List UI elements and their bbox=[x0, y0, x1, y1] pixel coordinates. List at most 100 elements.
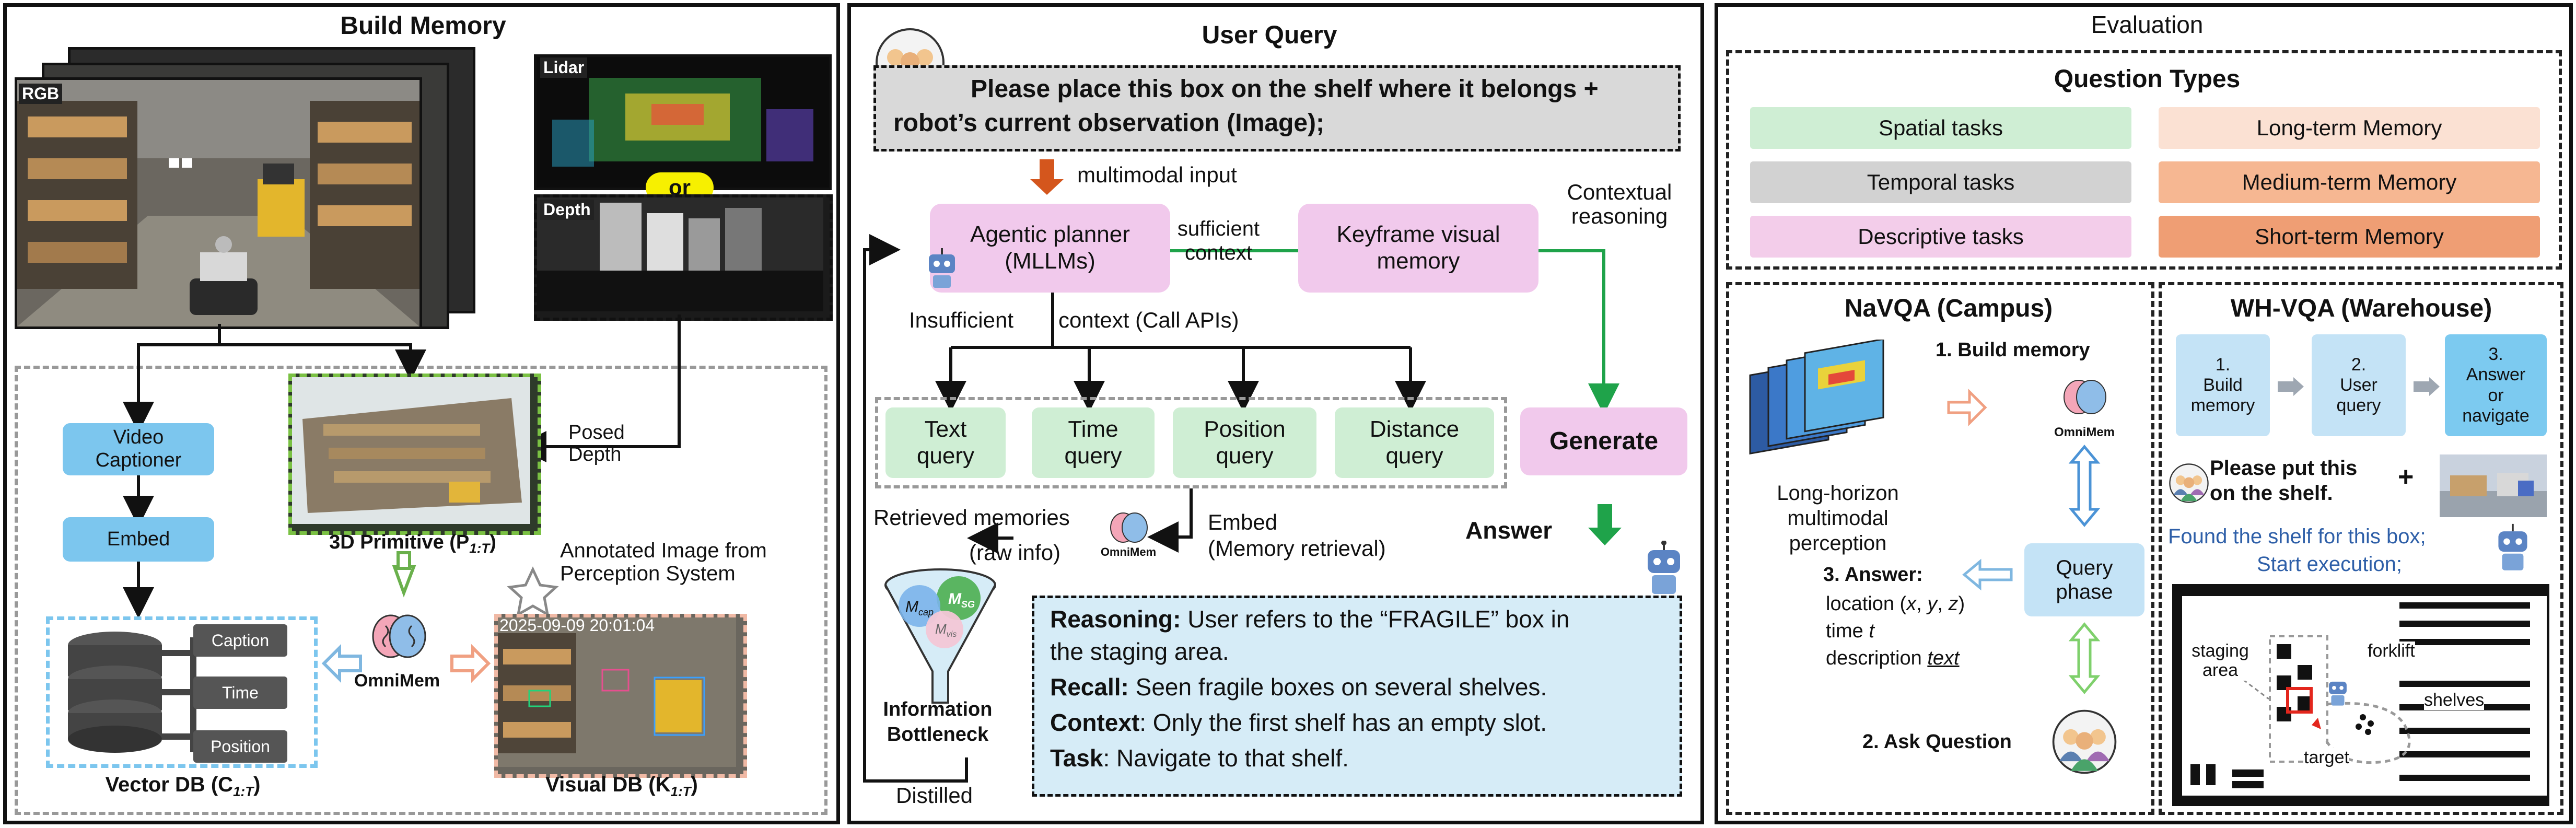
keyframe-memory-box: Keyframe visual memory bbox=[1298, 204, 1538, 293]
reasoning-line-2: the staging area. bbox=[1050, 638, 1229, 665]
depth-label: Depth bbox=[540, 200, 594, 220]
question-types-title: Question Types bbox=[2054, 65, 2241, 93]
text-query-box: Text query bbox=[885, 407, 1006, 478]
db-position: Position bbox=[193, 730, 287, 763]
annotated-image-label: Annotated Image from Perception System bbox=[560, 539, 767, 585]
user-query-title: User Query bbox=[1202, 21, 1337, 49]
generate-box: Generate bbox=[1520, 407, 1687, 475]
build-memory-connectors bbox=[123, 314, 681, 683]
reasoning-box bbox=[1032, 596, 1682, 797]
build-memory-title: Build Memory bbox=[340, 12, 506, 40]
map-forklift-label: forklift bbox=[2368, 641, 2415, 661]
whvqa-title: WH-VQA (Warehouse) bbox=[2230, 295, 2492, 322]
posed-depth-label: Posed Depth bbox=[568, 422, 625, 465]
context-line: Context: Only the first shelf has an emp… bbox=[1050, 709, 1547, 736]
insufficient-label: Insufficient bbox=[909, 308, 1014, 332]
query-box bbox=[873, 65, 1681, 151]
query-line-2: robot’s current observation (Image); bbox=[893, 109, 1324, 137]
plus-sign: + bbox=[2398, 462, 2414, 492]
map-robot-icon bbox=[2329, 681, 2347, 706]
step-build-memory: 1. Build memory bbox=[2176, 334, 2270, 436]
answer-time: time t bbox=[1826, 620, 1874, 642]
user-query-connectors bbox=[863, 159, 1622, 783]
users-eval-icon bbox=[2052, 709, 2117, 774]
sufficient-context-label: sufficient context bbox=[1177, 217, 1260, 264]
start-execution-text: Start execution; bbox=[2257, 553, 2402, 576]
raw-info-label: (raw info) bbox=[969, 540, 1061, 565]
information-bottleneck-funnel bbox=[884, 568, 996, 704]
qt-right-type-2: Short-term Memory bbox=[2159, 216, 2540, 258]
qt-right-type-0: Long-term Memory bbox=[2159, 107, 2540, 149]
reasoning-line: Reasoning: User refers to the “FRAGILE” … bbox=[1050, 605, 1570, 633]
warehouse-map bbox=[2172, 584, 2549, 806]
robot-wh-icon bbox=[2498, 523, 2527, 570]
vector-db-box bbox=[46, 616, 318, 768]
step-answer-navigate: 3. Answer or navigate bbox=[2445, 334, 2547, 436]
step-arrows bbox=[2278, 377, 2440, 396]
embed-box: Embed bbox=[63, 517, 214, 562]
time-query-box: Time query bbox=[1032, 407, 1155, 478]
put-box-text: Please put this on the shelf. bbox=[2210, 457, 2358, 505]
long-horizon-label: Long-horizon multimodal perception bbox=[1777, 482, 1899, 555]
video-captioner-box: Video Captioner bbox=[63, 423, 214, 475]
omnimem-label: OmniMem bbox=[354, 671, 440, 691]
evaluation-title: Evaluation bbox=[2091, 11, 2204, 38]
answer-robot-icon bbox=[1648, 541, 1680, 594]
users-wh-icon bbox=[2169, 463, 2209, 503]
distance-query-box: Distance query bbox=[1335, 407, 1494, 478]
embed-label: Embed bbox=[107, 528, 170, 550]
found-shelf-text: Found the shelf for this box; bbox=[2168, 525, 2426, 548]
multimodal-label: multimodal input bbox=[1077, 162, 1237, 187]
step-user-query: 2. User query bbox=[2312, 334, 2406, 436]
recall-line: Recall: Seen fragile boxes on several sh… bbox=[1050, 673, 1547, 701]
query-phase-box: Query phase bbox=[2024, 543, 2144, 616]
whvqa-box bbox=[2159, 282, 2563, 815]
call-apis-label: context (Call APIs) bbox=[1058, 308, 1239, 332]
warehouse-photo bbox=[2440, 454, 2547, 517]
vector-db-label: Vector DB (C1:T) bbox=[105, 773, 261, 799]
3d-primitive-image bbox=[288, 374, 541, 535]
m-sg-label: MSG bbox=[948, 590, 975, 610]
omnimem-small-icon bbox=[1110, 512, 1148, 543]
map-target-label: target bbox=[2304, 748, 2349, 768]
distilled-label: Distilled bbox=[896, 783, 973, 808]
answer-description: description text bbox=[1826, 647, 1960, 669]
task-line: Task: Navigate to that shelf. bbox=[1050, 744, 1349, 772]
3d-primitive-label: 3D Primitive (P1:T) bbox=[329, 531, 496, 556]
omnimem-brain-icon bbox=[370, 610, 427, 662]
agentic-planner-box: Agentic planner (MLLMs) bbox=[930, 204, 1170, 293]
video-captioner-label: Video Captioner bbox=[95, 426, 182, 471]
map-staging-label: staging area bbox=[2186, 641, 2254, 681]
omnimem-eval-icon bbox=[2064, 380, 2106, 414]
answer-step: 3. Answer: bbox=[1823, 564, 1923, 586]
qt-left-type-1: Temporal tasks bbox=[1750, 161, 2131, 203]
retrieved-memories-label: Retrieved memories bbox=[873, 505, 1070, 530]
embed-retrieval-label: Embed (Memory retrieval) bbox=[1208, 510, 1386, 561]
answer-label: Answer bbox=[1465, 517, 1553, 544]
qt-left-type-2: Descriptive tasks bbox=[1750, 216, 2131, 258]
query-apis-region bbox=[875, 397, 1507, 488]
omnimem-eval-label: OmniMem bbox=[2054, 425, 2115, 439]
rgb-image bbox=[15, 77, 422, 329]
eval-arrows bbox=[1947, 388, 2101, 694]
db-caption: Caption bbox=[193, 624, 287, 657]
visual-db-image bbox=[494, 614, 747, 778]
lidar-label: Lidar bbox=[540, 57, 588, 78]
planner-robot-icon bbox=[929, 248, 955, 288]
answer-location: location (x, y, z) bbox=[1826, 593, 1965, 615]
rgb-label: RGB bbox=[19, 84, 63, 104]
position-query-box: Position query bbox=[1173, 407, 1316, 478]
perception-frames-stack bbox=[1749, 340, 1884, 455]
m-vis-label: Mvis bbox=[935, 621, 957, 639]
question-types-box bbox=[1726, 50, 2562, 270]
contextual-reasoning-label: Contextual reasoning bbox=[1567, 180, 1672, 229]
bottleneck-label: Information Bottleneck bbox=[883, 698, 993, 745]
visual-db-label: Visual DB (K1:T) bbox=[545, 773, 698, 799]
visual-db-timestamp: 2025-09-09 20:01:04 bbox=[499, 616, 655, 635]
database-icon bbox=[68, 632, 162, 753]
ask-question-step: 2. Ask Question bbox=[1862, 731, 2012, 753]
qt-right-type-1: Medium-term Memory bbox=[2159, 161, 2540, 203]
navqa-title: NaVQA (Campus) bbox=[1844, 295, 2053, 322]
m-cap-label: Mcap bbox=[905, 598, 934, 617]
query-line-1: Please place this box on the shelf where… bbox=[971, 75, 1599, 103]
